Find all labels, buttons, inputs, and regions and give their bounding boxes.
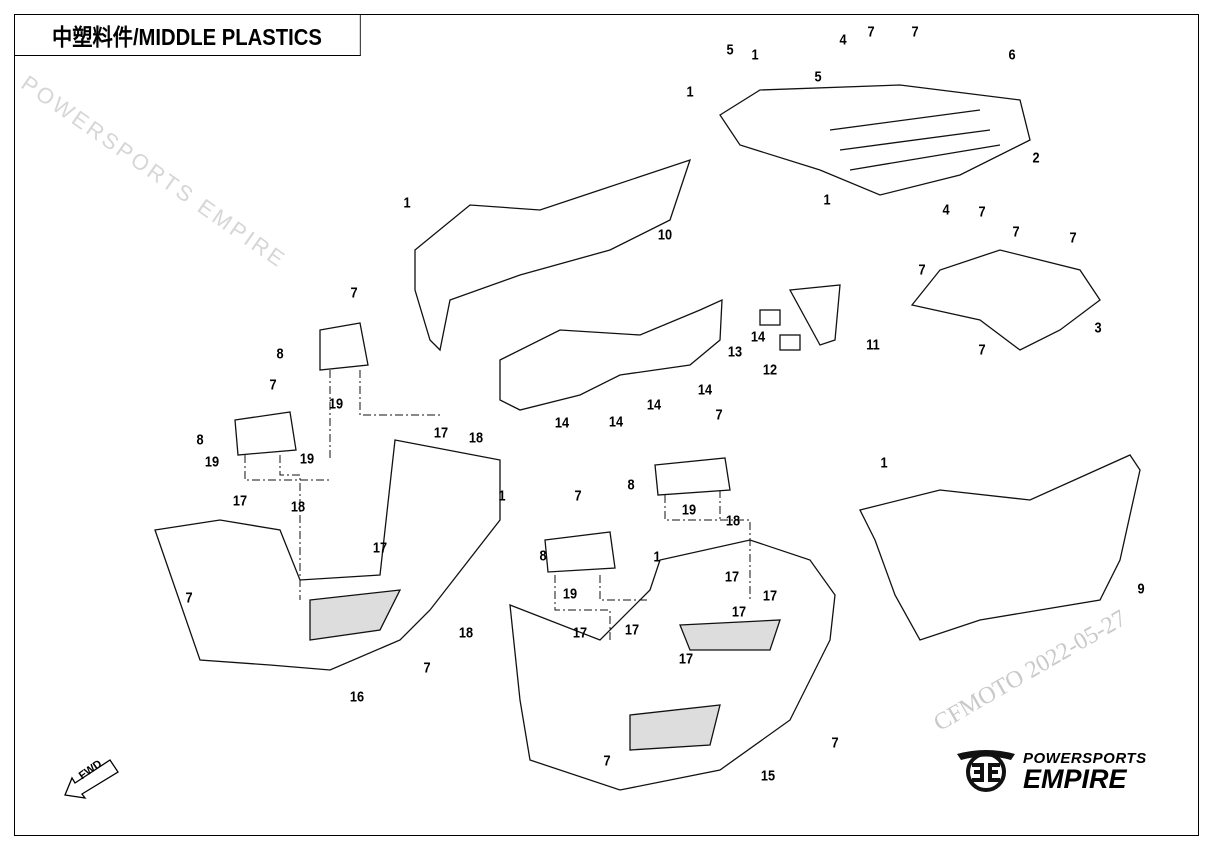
- callout: 14: [697, 381, 713, 399]
- callout: 5: [814, 68, 822, 86]
- callout: 17: [232, 492, 248, 510]
- part-3-bracket: [910, 249, 1101, 351]
- callout: 10: [657, 226, 673, 244]
- callout: 3: [1094, 319, 1102, 337]
- arrow-icon: [64, 759, 119, 799]
- callout: 1: [686, 83, 694, 101]
- callout: 7: [918, 261, 926, 279]
- part-2-seat-base: [719, 84, 1031, 196]
- brand-logo: POWERSPORTS EMPIRE: [955, 748, 1147, 792]
- callout: 17: [731, 603, 747, 621]
- callout: 17: [724, 568, 740, 586]
- part-9-side-panel-right: [859, 454, 1141, 641]
- callout: 17: [762, 587, 778, 605]
- callout: 7: [867, 23, 875, 41]
- callout: 14: [750, 328, 766, 346]
- callout: 7: [350, 284, 358, 302]
- callout: 11: [866, 336, 880, 354]
- callout: 19: [681, 501, 697, 519]
- callout: 19: [299, 450, 315, 468]
- callout: 19: [328, 395, 344, 413]
- callout: 1: [653, 548, 661, 566]
- callout: 18: [458, 624, 474, 642]
- callout: 1: [880, 454, 888, 472]
- callout: 1: [823, 191, 831, 209]
- callout: 4: [942, 201, 950, 219]
- callout: 7: [603, 752, 611, 770]
- callout: 1: [498, 487, 506, 505]
- callout: 17: [372, 539, 388, 557]
- callout: 12: [762, 361, 778, 379]
- callout: 7: [574, 487, 582, 505]
- callout: 17: [624, 621, 640, 639]
- callout: 1: [751, 46, 759, 64]
- callout: 7: [978, 203, 986, 221]
- callout: 17: [572, 624, 588, 642]
- callout: 16: [349, 688, 365, 706]
- empire-emblem-icon: [957, 750, 1015, 792]
- part-11-cap: [759, 284, 841, 351]
- logo-line1: POWERSPORTS: [1023, 749, 1147, 767]
- callout: 7: [831, 734, 839, 752]
- callout: 13: [727, 343, 743, 361]
- callout: 8: [539, 547, 547, 565]
- callout: 17: [433, 424, 449, 442]
- callout: 19: [204, 453, 220, 471]
- callout: 14: [554, 414, 570, 432]
- callout: 8: [276, 345, 284, 363]
- callout: 7: [1012, 223, 1020, 241]
- callout: 7: [911, 23, 919, 41]
- part-13-cover: [499, 298, 723, 411]
- part-15-footwell-right: [509, 539, 836, 791]
- callout: 7: [978, 341, 986, 359]
- callout: 15: [760, 767, 776, 785]
- callout: 18: [468, 429, 484, 447]
- callout: 14: [608, 413, 624, 431]
- drawing-frame: [14, 14, 1199, 836]
- logo-line2: EMPIRE: [1023, 763, 1127, 794]
- callout: 17: [678, 650, 694, 668]
- callout: 8: [196, 431, 204, 449]
- leader-lines: [244, 370, 751, 640]
- part-16-footwell-left: [154, 439, 501, 671]
- callout: 18: [725, 512, 741, 530]
- page-title: 中塑料件/MIDDLE PLASTICS: [14, 14, 361, 56]
- callout: 2: [1032, 149, 1040, 167]
- callout: 6: [1008, 46, 1016, 64]
- callout: 8: [627, 476, 635, 494]
- callout: 18: [290, 498, 306, 516]
- callout: 5: [726, 41, 734, 59]
- callout: 7: [185, 589, 193, 607]
- callout: 9: [1137, 580, 1145, 598]
- callout: 7: [715, 406, 723, 424]
- callout: 14: [646, 396, 662, 414]
- callout: 7: [1069, 229, 1077, 247]
- callout: 19: [562, 585, 578, 603]
- callout: 7: [269, 376, 277, 394]
- callout: 7: [423, 659, 431, 677]
- callout: 1: [403, 194, 411, 212]
- footrests: [234, 322, 731, 573]
- callout: 4: [839, 31, 847, 49]
- part-10-side-panel: [414, 158, 692, 352]
